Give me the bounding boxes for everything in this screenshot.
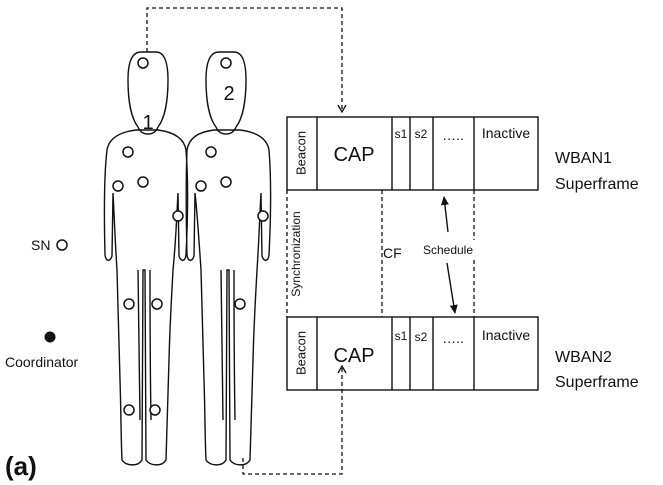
body1-to-wban1-arrow	[147, 8, 342, 112]
body-1: 1	[104, 52, 187, 465]
sensor-node	[124, 299, 134, 309]
wban2-inactive-label: Inactive	[482, 327, 530, 343]
wban2-s1-label: s1	[395, 329, 408, 343]
wban1-superframe: Beacon CAP s1 s2 ….. Inactive WBAN1 Supe…	[287, 117, 639, 193]
figure-label: (a)	[5, 451, 37, 481]
wban1-s1-label: s1	[395, 127, 408, 141]
sensor-node	[196, 181, 206, 191]
body-2-number: 2	[223, 83, 234, 105]
body-2-crotch	[221, 270, 235, 420]
sensor-node	[221, 177, 231, 187]
wban2-cap-label: CAP	[333, 345, 374, 367]
synchronization-label: Synchronization	[289, 211, 303, 296]
body2-to-wban2-arrow	[243, 366, 342, 474]
cf-label: CF	[383, 245, 402, 261]
schedule-arrow-down	[447, 263, 455, 313]
sensor-node	[258, 211, 268, 221]
legend-coordinator-symbol	[45, 332, 56, 343]
wban1-subtitle: Superframe	[555, 176, 639, 193]
sensor-node	[113, 181, 123, 191]
legend: SN Coordinator	[5, 237, 78, 370]
wban1-dots: …..	[442, 127, 464, 143]
wban2-subtitle: Superframe	[555, 374, 639, 391]
sensor-node	[173, 211, 183, 221]
schedule-arrow-up	[444, 197, 448, 232]
sensor-node	[124, 405, 134, 415]
body-2: 2	[186, 52, 270, 465]
legend-sn-symbol	[57, 240, 67, 250]
wban2-s2-label: s2	[415, 330, 428, 344]
schedule-label: Schedule	[423, 243, 473, 257]
wban1-cap-label: CAP	[333, 144, 374, 166]
wban1-title: WBAN1	[555, 150, 612, 167]
sensor-node	[152, 299, 162, 309]
legend-sn-label: SN	[31, 237, 50, 253]
sensor-node	[206, 147, 216, 157]
wban2-dots: …..	[442, 330, 464, 346]
sensor-node	[138, 58, 148, 68]
body-1-number: 1	[142, 112, 153, 134]
sensor-node	[138, 177, 148, 187]
sensor-node	[150, 405, 160, 415]
sensor-node	[235, 299, 245, 309]
sensor-node	[221, 58, 231, 68]
wban1-inactive-label: Inactive	[482, 125, 530, 141]
wban2-superframe: Beacon CAP s1 s2 ….. Inactive WBAN2 Supe…	[287, 317, 639, 391]
wban1-s2-label: s2	[415, 127, 428, 141]
wban1-beacon-label: Beacon	[293, 131, 308, 175]
legend-coordinator-label: Coordinator	[5, 354, 78, 370]
sensor-node	[123, 147, 133, 157]
wban2-title: WBAN2	[555, 349, 612, 366]
wban2-beacon-label: Beacon	[293, 331, 308, 375]
